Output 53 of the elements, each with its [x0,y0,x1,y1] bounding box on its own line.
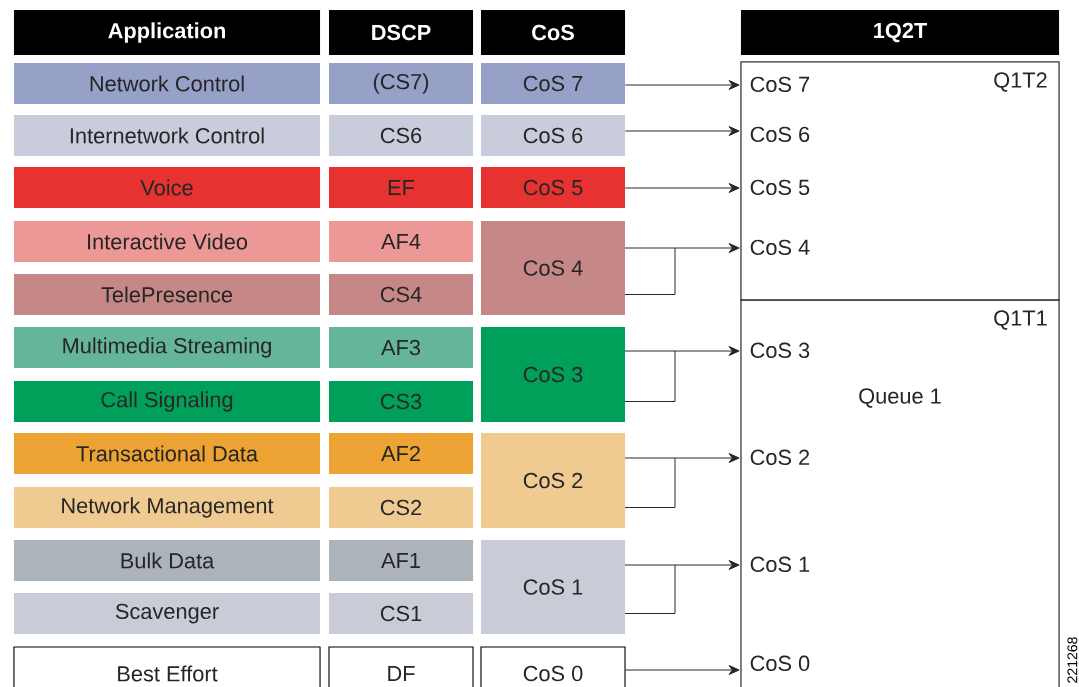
header-cell: DSCP [329,10,474,55]
table-cell: CoS 7 [481,63,625,104]
class-label: CoS 1 [750,556,810,573]
table-cell: DF [328,646,474,687]
class-label: CoS 7 [750,76,810,93]
table-cell: Network Management [13,487,321,528]
class-label: CoS 2 [750,449,810,466]
table-cell: Best Effort [13,646,321,687]
table-cell: Internetwork Control [13,115,321,156]
arrow [624,243,740,295]
table-cell: EF [329,167,474,208]
header-cell: 1Q2T [740,10,1060,55]
class-label: CoS 0 [750,655,810,672]
table-cell: CoS 6 [481,115,625,156]
class-label: CoS 3 [750,342,810,359]
table-cell: CoS 2 [481,433,625,528]
table-cell: Bulk Data [13,540,321,581]
table-cell: Network Control [13,63,321,104]
table-cell: CoS 4 [481,221,625,315]
arrow [624,560,740,614]
table-cell: (CS7) [329,63,474,104]
table-cell: Call Signaling [13,381,321,422]
arrow [624,80,740,90]
header-cell: Application [13,10,321,55]
table-cell: AF4 [329,221,474,262]
table-cell: AF1 [329,540,474,581]
arrow [624,453,740,508]
table-cell: Scavenger [13,593,321,634]
arrow [624,126,740,136]
table-cell: TelePresence [13,274,321,315]
table-cell: CS4 [329,274,474,315]
table-cell: AF2 [329,433,474,474]
figure-number: 221268 [1067,637,1078,683]
class-label: CoS 4 [750,239,810,256]
table-cell: Multimedia Streaming [13,327,321,368]
arrow [625,665,740,675]
class-label: CoS 6 [750,126,810,143]
table-cell: CS1 [329,593,474,634]
class-label: CoS 5 [750,179,810,196]
table-cell: CS2 [329,487,474,528]
header-cell: CoS [481,10,625,55]
table-cell: Transactional Data [13,433,321,474]
arrow [624,346,740,402]
table-cell: CoS 5 [481,167,625,208]
table-cell: CoS 0 [480,646,626,687]
table-cell: Interactive Video [13,221,321,262]
arrow [624,183,740,193]
table-cell: CS3 [329,381,474,422]
table-cell: Voice [13,167,321,208]
table-cell: AF3 [329,327,474,368]
table-cell: CoS 3 [481,327,625,422]
table-cell: CoS 1 [481,540,625,634]
table-cell: CS6 [329,115,474,156]
